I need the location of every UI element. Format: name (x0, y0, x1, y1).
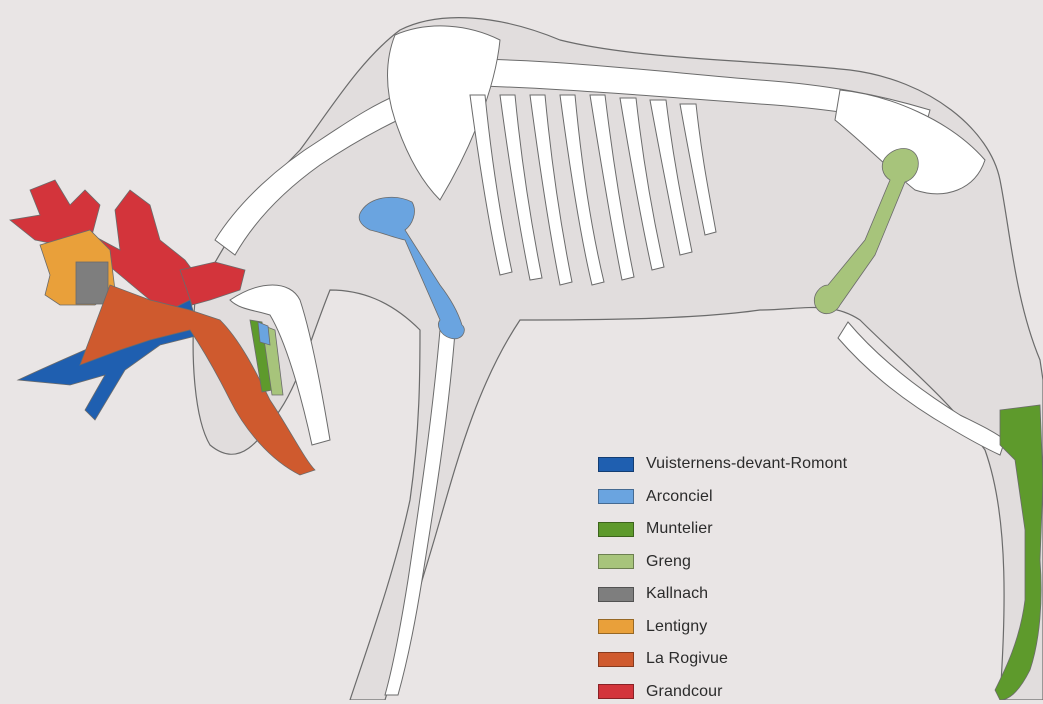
legend-label-grandcour: Grandcour (646, 683, 723, 701)
legend-label-kallnach: Kallnach (646, 585, 708, 603)
legend-item-lentigny: Lentigny (598, 615, 847, 639)
legend-label-lentigny: Lentigny (646, 618, 707, 636)
legend-item-kallnach: Kallnach (598, 582, 847, 606)
legend-item-larogivue: La Rogivue (598, 647, 847, 671)
legend-swatch-vuisternens (598, 457, 634, 472)
legend-label-arconciel: Arconciel (646, 488, 713, 506)
legend-swatch-muntelier (598, 522, 634, 537)
legend-swatch-kallnach (598, 587, 634, 602)
legend-item-greng: Greng (598, 550, 847, 574)
legend-item-muntelier: Muntelier (598, 517, 847, 541)
legend-label-muntelier: Muntelier (646, 520, 713, 538)
legend-label-vuisternens: Vuisternens-devant-Romont (646, 455, 847, 473)
legend-label-greng: Greng (646, 553, 691, 571)
legend-item-vuisternens: Vuisternens-devant-Romont (598, 452, 847, 476)
antler-kallnach (76, 262, 108, 304)
legend-swatch-arconciel (598, 489, 634, 504)
legend-label-larogivue: La Rogivue (646, 650, 728, 668)
legend-swatch-greng (598, 554, 634, 569)
legend-item-arconciel: Arconciel (598, 485, 847, 509)
legend: Vuisternens-devant-Romont Arconciel Munt… (598, 452, 847, 704)
legend-swatch-lentigny (598, 619, 634, 634)
legend-swatch-larogivue (598, 652, 634, 667)
legend-swatch-grandcour (598, 684, 634, 699)
